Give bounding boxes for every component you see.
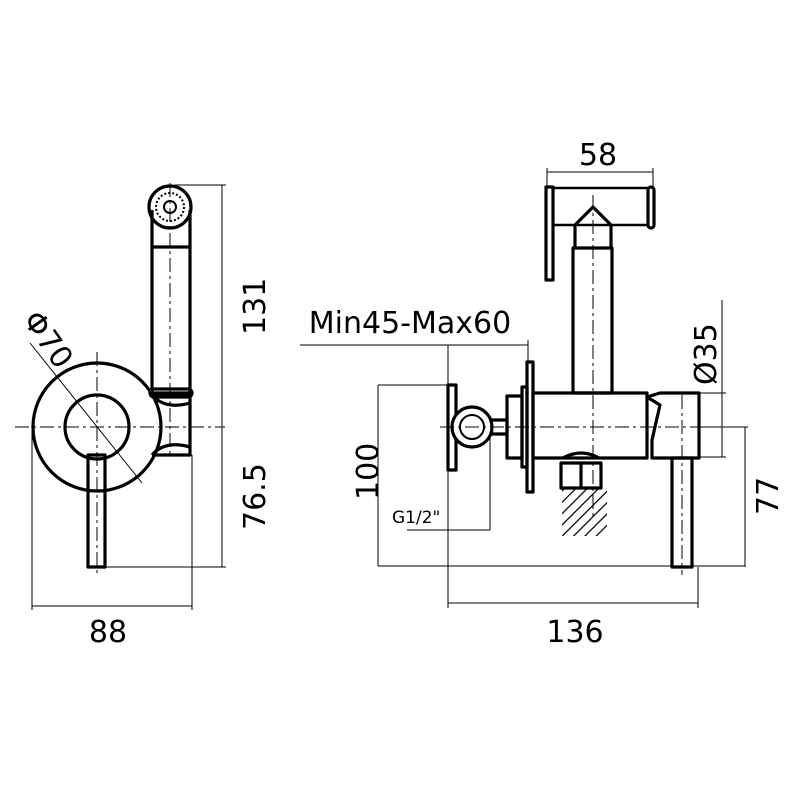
- dim-77: 77: [751, 477, 786, 515]
- trigger: [544, 185, 555, 282]
- dim-100: 100: [351, 443, 386, 500]
- end-cap: [646, 185, 656, 230]
- dim-wall-depth: Min45-Max60: [309, 306, 511, 341]
- dim-76-5: 76.5: [238, 463, 273, 530]
- dim-88: 88: [89, 615, 127, 650]
- dim-136: 136: [546, 615, 603, 650]
- front-view: 58 Min45-Max60 100 G1/2" 136 Ø35 77: [300, 138, 786, 650]
- hose-nut-top: [562, 451, 600, 460]
- dim-diameter-35: Ø35: [689, 323, 724, 385]
- dim-diameter-70: Φ70: [15, 305, 79, 376]
- nozzle-cone: [573, 205, 613, 248]
- side-view: Φ70 131 76.5 88: [15, 183, 273, 650]
- shower-tube: [150, 245, 192, 395]
- dim-thread: G1/2": [392, 508, 440, 528]
- shower-head-body: [545, 186, 655, 227]
- valve-body: [531, 391, 649, 460]
- tube-collar: [148, 387, 194, 399]
- dim-58: 58: [579, 138, 617, 173]
- hose-hatch: [562, 488, 607, 536]
- lever-hub: [645, 391, 701, 460]
- dim-131: 131: [238, 278, 273, 335]
- valve-body: [152, 393, 192, 457]
- diameter-leader: [29, 342, 143, 484]
